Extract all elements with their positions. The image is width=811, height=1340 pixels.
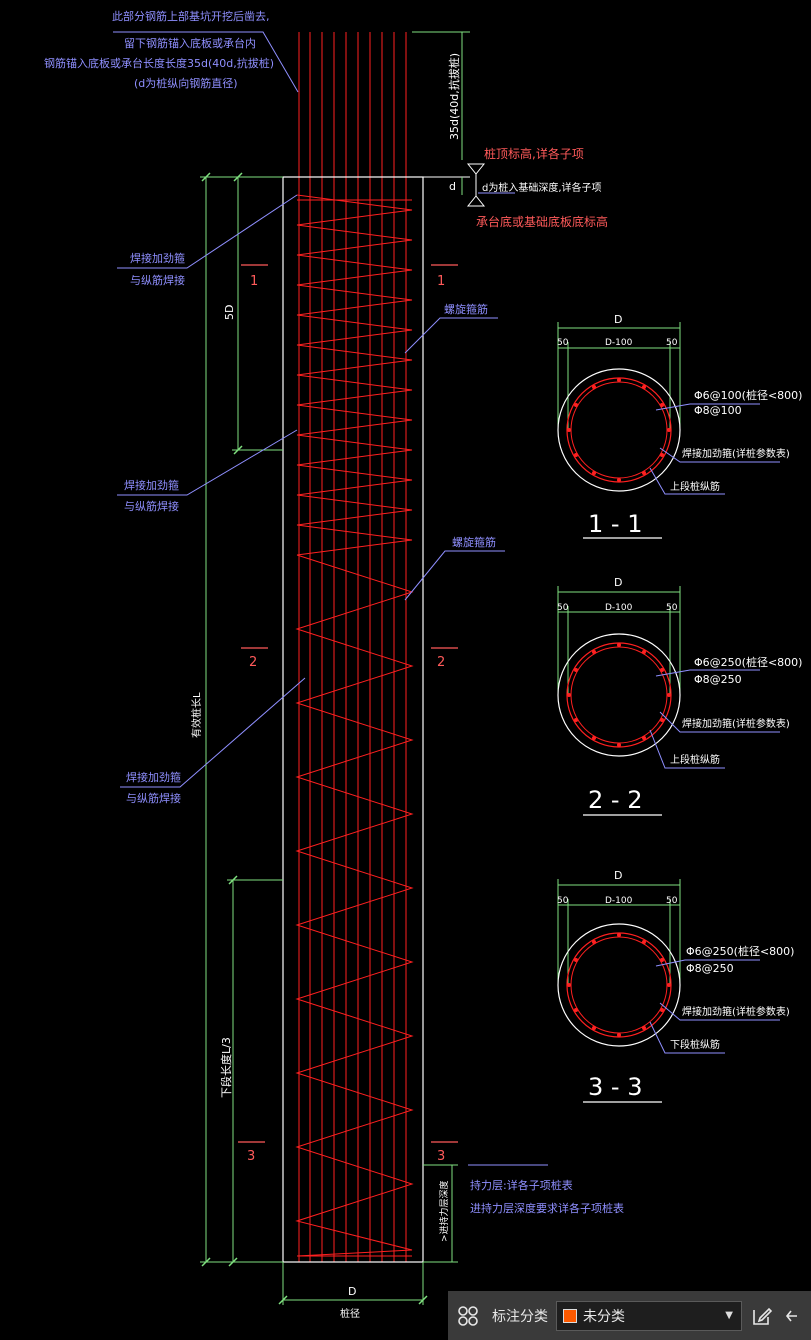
dimension-lines: [200, 31, 470, 1305]
sec3-inner: D-100: [605, 896, 633, 906]
pile-outline: [282, 176, 424, 1263]
anchor-length-label: 35d(40d,抗拔桩): [447, 53, 461, 140]
section-2: [557, 586, 780, 816]
weld-stirrup-2-line-b: 与纵筋焊接: [124, 499, 179, 513]
section-mark-1-right: 1: [437, 274, 445, 289]
dim-5d-label: 5D: [223, 305, 236, 320]
sec1-inner: D-100: [605, 338, 633, 348]
category-color-swatch: [563, 1308, 577, 1323]
top-note-line-3: 钢筋锚入底板或承台长度长度35d(40d,抗拔桩): [44, 56, 274, 70]
leader-lines: [113, 31, 548, 1166]
annotation-toolbar: 标注分类 未分类 ▼: [448, 1291, 811, 1340]
spiral-label-2: 螺旋箍筋: [452, 535, 496, 549]
base-elevation-label: 承台底或基础底板底标高: [476, 214, 608, 229]
sec3-spiral: Φ6@250(桩径<800): [686, 944, 794, 958]
sec3-dia: D: [614, 869, 622, 882]
top-note-line-1: 此部分钢筋上部基坑开挖后凿去,: [112, 9, 270, 23]
grid-view-icon[interactable]: [448, 1291, 488, 1340]
anchor-bars: [298, 32, 407, 1262]
sec2-inner: D-100: [605, 603, 633, 613]
sec1-dia: D: [614, 313, 622, 326]
section-mark-3-right: 3: [437, 1149, 445, 1164]
elevation-markers: [466, 163, 486, 207]
spiral-stirrup-dense: [296, 194, 413, 556]
weld-stirrup-1-line-a: 焊接加劲箍: [130, 251, 185, 265]
spiral-stirrup-sparse: [295, 554, 414, 1257]
bottom-d-label: D: [348, 1285, 356, 1298]
top-note-line-2: 留下钢筋锚入底板或承台内: [124, 36, 256, 50]
sec3-ring: 焊接加劲箍(详桩参数表): [682, 1005, 790, 1018]
sec1-title: 1 - 1: [588, 510, 642, 538]
back-arrow-icon[interactable]: [782, 1291, 802, 1340]
section-3: [557, 879, 780, 1103]
sec2-spiral2: Φ8@250: [694, 673, 742, 686]
lower-length-label: 下段长度L/3: [219, 1037, 233, 1098]
d-symbol: d: [449, 180, 456, 193]
bottom-pile-dia-label: 桩径: [340, 1307, 360, 1320]
sec2-cover-right: 50: [666, 603, 678, 613]
sec3-cover-right: 50: [666, 896, 678, 906]
weld-stirrup-1-line-b: 与纵筋焊接: [130, 273, 185, 287]
sec3-cover-left: 50: [557, 896, 569, 906]
embed-depth-note: d为桩入基础深度,详各子项: [482, 181, 602, 194]
sec1-spiral: Φ6@100(桩径<800): [694, 388, 802, 402]
sec1-ring: 焊接加劲箍(详桩参数表): [682, 447, 790, 460]
category-select[interactable]: 未分类 ▼: [556, 1300, 742, 1331]
sec2-dia: D: [614, 576, 622, 589]
edit-icon[interactable]: [742, 1291, 782, 1340]
annotation-category-label: 标注分类: [492, 1308, 548, 1325]
section-cut-markers: [238, 264, 458, 1143]
sec1-cover-right: 50: [666, 338, 678, 348]
pile-length-label: 有效桩长L: [190, 692, 203, 738]
sec1-spiral2: Φ8@100: [694, 404, 742, 417]
section-mark-3-left: 3: [247, 1149, 255, 1164]
section-mark-2-right: 2: [437, 655, 445, 670]
weld-stirrup-3-line-a: 焊接加劲箍: [126, 770, 181, 784]
section-1: [557, 322, 780, 539]
category-select-value: 未分类: [583, 1308, 625, 1325]
sec3-title: 3 - 3: [588, 1073, 642, 1101]
bearing-note-1: 持力层:详各子项桩表: [470, 1178, 573, 1192]
sec2-ring: 焊接加劲箍(详桩参数表): [682, 717, 790, 730]
sec3-spiral2: Φ8@250: [686, 962, 734, 975]
sec2-title: 2 - 2: [588, 786, 642, 814]
bearing-dim-label: >进持力层深度: [438, 1180, 450, 1242]
dim-ticks: [201, 172, 428, 1305]
sec2-bars: 上段桩纵筋: [670, 753, 720, 766]
weld-stirrup-2-line-a: 焊接加劲箍: [124, 478, 179, 492]
sec3-bars: 下段桩纵筋: [670, 1038, 720, 1051]
weld-stirrup-3-line-b: 与纵筋焊接: [126, 791, 181, 805]
sec1-bars: 上段桩纵筋: [670, 480, 720, 493]
sec1-cover-left: 50: [557, 338, 569, 348]
pile-top-elevation: 桩顶标高,详各子项: [484, 146, 584, 161]
spiral-label-1: 螺旋箍筋: [444, 302, 488, 316]
top-note-line-4: (d为桩纵向钢筋直径): [134, 76, 238, 90]
bearing-note-2: 进持力层深度要求详各子项桩表: [470, 1201, 624, 1215]
chevron-down-icon: ▼: [725, 1310, 733, 1321]
stirrup-ticks: [297, 199, 412, 1257]
sec2-spiral: Φ6@250(桩径<800): [694, 655, 802, 669]
sec2-cover-left: 50: [557, 603, 569, 613]
section-mark-1-left: 1: [250, 274, 258, 289]
section-mark-2-left: 2: [249, 655, 257, 670]
